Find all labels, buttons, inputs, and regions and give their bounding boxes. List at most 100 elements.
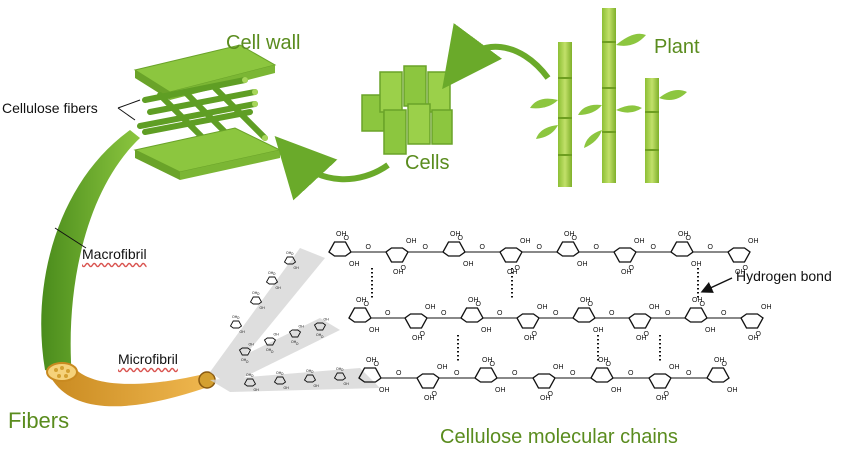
- molecule-atom-label: OH: [366, 357, 377, 364]
- molecule-atom-label: O: [708, 244, 714, 251]
- molecule-atom-label: OH: [369, 327, 380, 334]
- molecule-atom-label: O: [476, 301, 482, 308]
- molecule-atom-label: O: [594, 244, 600, 251]
- molecule-atom-label: OH: [691, 261, 702, 268]
- molecule-atom-label: OH: [299, 325, 305, 329]
- molecule-atom-label: O: [651, 244, 657, 251]
- molecule-atom-label: OH: [266, 348, 272, 352]
- molecule-atom-label: O: [396, 370, 402, 377]
- molecule-atom-label: OH: [540, 395, 551, 402]
- glucose-ring: [532, 373, 556, 389]
- molecule-atom-label: O: [458, 235, 464, 242]
- cellulose-molecular-chains: OOHOHOOOHOHOOOHOHOOOHOHOOOHOHOOOHOHOOOHO…: [229, 231, 772, 402]
- molecule-atom-label: O: [271, 350, 274, 354]
- molecule-atom-label: OH: [294, 266, 300, 270]
- glucose-ring: [288, 329, 302, 338]
- molecule-atom-label: O: [423, 244, 429, 251]
- molecule-atom-label: OH: [306, 369, 312, 373]
- molecule-atom-label: OH: [336, 367, 342, 371]
- molecule-atom-label: OH: [240, 330, 246, 334]
- molecule-atom-label: OH: [316, 333, 322, 337]
- glucose-ring: [249, 296, 263, 305]
- microfibril-label: Microfibril: [118, 351, 178, 367]
- glucose-ring: [706, 367, 730, 383]
- macrofibril-label: Macrofibril: [82, 246, 147, 262]
- molecule-atom-label: O: [291, 252, 294, 256]
- molecule-atom-label: OH: [249, 343, 255, 347]
- cellulose-fibers-label: Cellulose fibers: [2, 100, 98, 116]
- molecule-atom-label: OH: [727, 387, 738, 394]
- molecule-atom-label: OH: [520, 238, 531, 245]
- molecule-atom-label: O: [548, 391, 554, 398]
- molecule-atom-label: OH: [669, 364, 680, 371]
- molecule-atom-label: O: [237, 316, 240, 320]
- molecule-atom-label: OH: [634, 238, 645, 245]
- glucose-ring: [263, 337, 277, 346]
- molecule-atom-label: OH: [537, 304, 548, 311]
- molecule-atom-label: OH: [577, 261, 588, 268]
- molecule-atom-label: OH: [468, 297, 479, 304]
- molecule-atom-label: OH: [748, 335, 759, 342]
- molecule-atom-label: OH: [412, 335, 423, 342]
- molecule-atom-label: O: [722, 361, 728, 368]
- glucose-ring: [684, 307, 708, 323]
- glucose-ring: [442, 241, 466, 257]
- glucose-ring: [572, 307, 596, 323]
- molecule-atom-label: OH: [482, 357, 493, 364]
- glucose-ring: [648, 373, 672, 389]
- molecule-atom-label: O: [572, 235, 578, 242]
- molecule-atom-label: OH: [425, 304, 436, 311]
- cellulose-molecular-chains-label: Cellulose molecular chains: [440, 426, 678, 448]
- molecule-atom-label: OH: [344, 382, 350, 386]
- fibers-label: Fibers: [8, 408, 70, 433]
- molecule-atom-label: O: [251, 374, 254, 378]
- glucose-ring: [348, 307, 372, 323]
- molecule-atom-label: O: [454, 370, 460, 377]
- glucose-ring: [556, 241, 580, 257]
- molecule-atom-label: O: [321, 335, 324, 339]
- molecule-atom-label: OH: [379, 387, 390, 394]
- molecule-atom-label: OH: [748, 238, 759, 245]
- glucose-ring: [416, 373, 440, 389]
- molecule-atom-label: O: [273, 272, 276, 276]
- molecule-atom-label: OH: [393, 269, 404, 276]
- molecule-atom-label: OH: [598, 357, 609, 364]
- molecule-atom-label: OH: [636, 335, 647, 342]
- molecule-atom-label: O: [700, 301, 706, 308]
- molecule-atom-label: OH: [463, 261, 474, 268]
- molecule-atom-label: O: [606, 361, 612, 368]
- glucose-ring: [265, 276, 279, 285]
- glucose-ring: [303, 374, 317, 383]
- molecule-atom-label: O: [497, 310, 503, 317]
- molecule-atom-label: O: [609, 310, 615, 317]
- molecule-atom-label: OH: [450, 231, 461, 238]
- molecule-atom-label: OH: [274, 333, 280, 337]
- glucose-ring: [499, 247, 523, 263]
- molecule-atom-label: O: [281, 372, 284, 376]
- molecule-atom-label: OH: [580, 297, 591, 304]
- molecule-atom-label: OH: [252, 291, 258, 295]
- glucose-ring: [385, 247, 409, 263]
- molecule-atom-label: OH: [495, 387, 506, 394]
- molecule-atom-label: OH: [291, 340, 297, 344]
- molecule-atom-label: O: [364, 301, 370, 308]
- molecule-atom-label: OH: [735, 269, 746, 276]
- plant-label: Plant: [654, 36, 700, 58]
- molecule-atom-label: OH: [336, 231, 347, 238]
- glucose-ring: [613, 247, 637, 263]
- molecule-atom-label: O: [366, 244, 372, 251]
- molecule-atom-label: OH: [349, 261, 360, 268]
- molecule-atom-label: OH: [254, 388, 260, 392]
- molecule-atom-label: OH: [761, 304, 772, 311]
- molecule-atom-label: O: [537, 244, 543, 251]
- molecule-atom-label: O: [420, 331, 426, 338]
- molecule-atom-label: O: [628, 370, 634, 377]
- molecule-atom-label: O: [686, 235, 692, 242]
- molecule-atom-label: O: [490, 361, 496, 368]
- molecule-atom-label: O: [480, 244, 486, 251]
- molecule-atom-label: OH: [276, 371, 282, 375]
- molecule-atom-label: O: [743, 265, 749, 272]
- macrofibril-ribbon: [41, 130, 216, 407]
- molecule-atom-label: O: [532, 331, 538, 338]
